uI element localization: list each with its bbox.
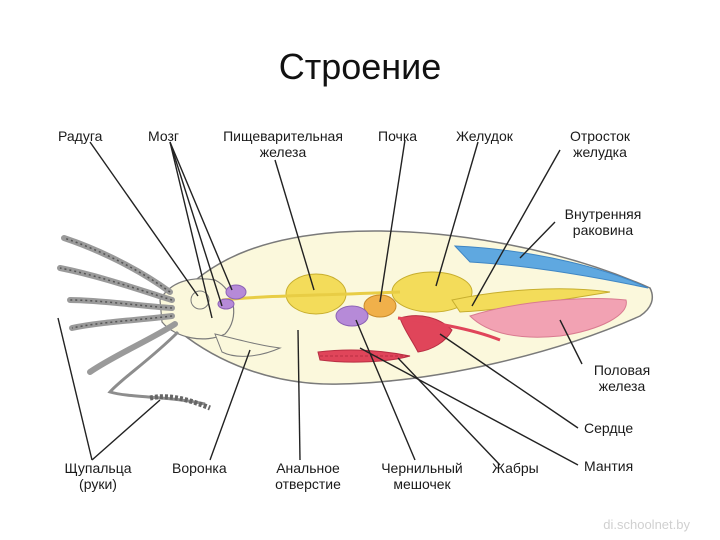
label-raduga: Радуга xyxy=(58,128,102,144)
label-chernilny: Чернильный мешочек xyxy=(364,460,480,492)
label-zheludok: Желудок xyxy=(456,128,513,144)
label-chernilny-line2: мешочек xyxy=(364,476,480,492)
label-polovaya-line2: железа xyxy=(582,378,662,394)
line-shchupalca-2 xyxy=(58,318,92,460)
label-pishch-line2: железа xyxy=(203,144,363,160)
label-shchupalca: Щупальца (руки) xyxy=(48,460,148,492)
ink-sac xyxy=(336,306,368,326)
line-mozg-1 xyxy=(170,142,232,290)
label-polovaya: Половая железа xyxy=(582,362,662,394)
label-otrostok-line2: желудка xyxy=(552,144,648,160)
feeding-arm xyxy=(110,332,205,404)
line-voronka xyxy=(210,350,250,460)
brain xyxy=(226,285,246,299)
label-serdce: Сердце xyxy=(584,420,633,436)
label-pishchevaritelnaya: Пищеварительная железа xyxy=(203,128,363,160)
label-rakovina-line1: Внутренняя xyxy=(548,206,658,222)
label-mozg: Мозг xyxy=(148,128,179,144)
line-shchupalca-1 xyxy=(92,400,160,460)
label-pochka: Почка xyxy=(378,128,417,144)
label-rakovina: Внутренняя раковина xyxy=(548,206,658,238)
label-mantiya: Мантия xyxy=(584,458,633,474)
label-rakovina-line2: раковина xyxy=(548,222,658,238)
label-shchupalca-line2: (руки) xyxy=(48,476,148,492)
label-pishch-line1: Пищеварительная xyxy=(203,128,363,144)
label-shchupalca-line1: Щупальца xyxy=(48,460,148,476)
line-zhabry xyxy=(398,358,500,465)
label-analnoe: Анальное отверстие xyxy=(258,460,358,492)
label-otrostok: Отросток желудка xyxy=(552,128,648,160)
watermark: di.schoolnet.by xyxy=(603,517,690,532)
label-otrostok-line1: Отросток xyxy=(552,128,648,144)
label-polovaya-line1: Половая xyxy=(582,362,662,378)
label-zhabry: Жабры xyxy=(492,460,539,476)
label-analnoe-line2: отверстие xyxy=(258,476,358,492)
label-voronka: Воронка xyxy=(172,460,227,476)
label-chernilny-line1: Чернильный xyxy=(364,460,480,476)
label-analnoe-line1: Анальное xyxy=(258,460,358,476)
